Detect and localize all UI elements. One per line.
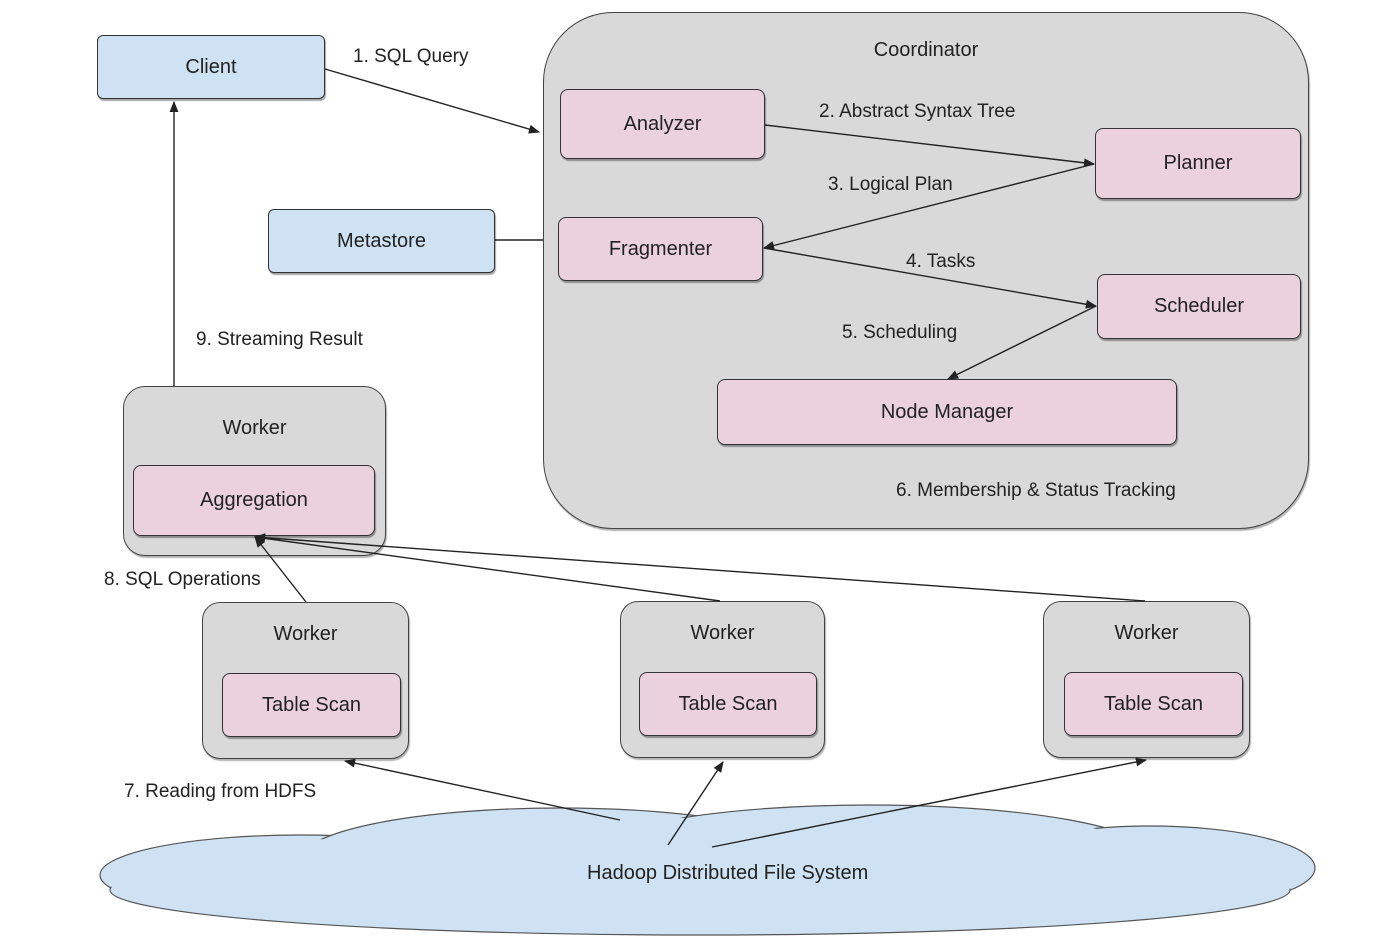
edge-logical-plan <box>762 163 1095 250</box>
table-scan-node-3: Table Scan <box>1064 672 1243 736</box>
metastore-node: Metastore <box>268 209 495 273</box>
coordinator-title: Coordinator <box>873 39 979 61</box>
edge-tasks <box>763 247 1098 309</box>
table-scan-node-1: Table Scan <box>222 673 401 737</box>
fragmenter-node: Fragmenter <box>558 217 763 281</box>
label-tasks: 4. Tasks <box>906 251 976 272</box>
aggregation-node: Aggregation <box>133 465 375 536</box>
label-sql-query: 1. SQL Query <box>353 46 469 67</box>
edge-scheduling <box>946 305 1097 380</box>
edge-sql-query <box>324 68 541 134</box>
label-logical-plan: 3. Logical Plan <box>828 174 953 195</box>
label-scheduling: 5. Scheduling <box>842 322 958 343</box>
label-membership: 6. Membership & Status Tracking <box>896 480 1176 501</box>
worker-2-title: Worker <box>690 622 755 644</box>
planner-node: Planner <box>1095 128 1301 199</box>
edge-sql-op-2 <box>253 533 721 602</box>
edge-ast <box>764 124 1096 168</box>
edge-sql-op-3 <box>253 533 1146 602</box>
node-manager-node: Node Manager <box>717 379 1177 445</box>
client-node: Client <box>97 35 325 99</box>
edge-hdfs-3 <box>711 757 1148 848</box>
edge-hdfs-1 <box>343 758 621 821</box>
table-scan-node-2: Table Scan <box>639 672 817 736</box>
label-sql-operations: 8. SQL Operations <box>104 569 261 590</box>
hdfs-label: Hadoop Distributed File System <box>587 862 869 884</box>
label-ast: 2. Abstract Syntax Tree <box>819 101 1016 122</box>
worker-aggregation-title: Worker <box>222 417 287 439</box>
scheduler-node: Scheduler <box>1097 274 1301 339</box>
edge-sql-op-1 <box>254 536 307 603</box>
edge-hdfs-2 <box>667 761 724 846</box>
label-reading-hdfs: 7. Reading from HDFS <box>124 781 317 802</box>
worker-3-title: Worker <box>1114 622 1179 644</box>
label-streaming-result: 9. Streaming Result <box>196 329 363 350</box>
worker-1-title: Worker <box>273 623 338 645</box>
analyzer-node: Analyzer <box>560 89 765 159</box>
